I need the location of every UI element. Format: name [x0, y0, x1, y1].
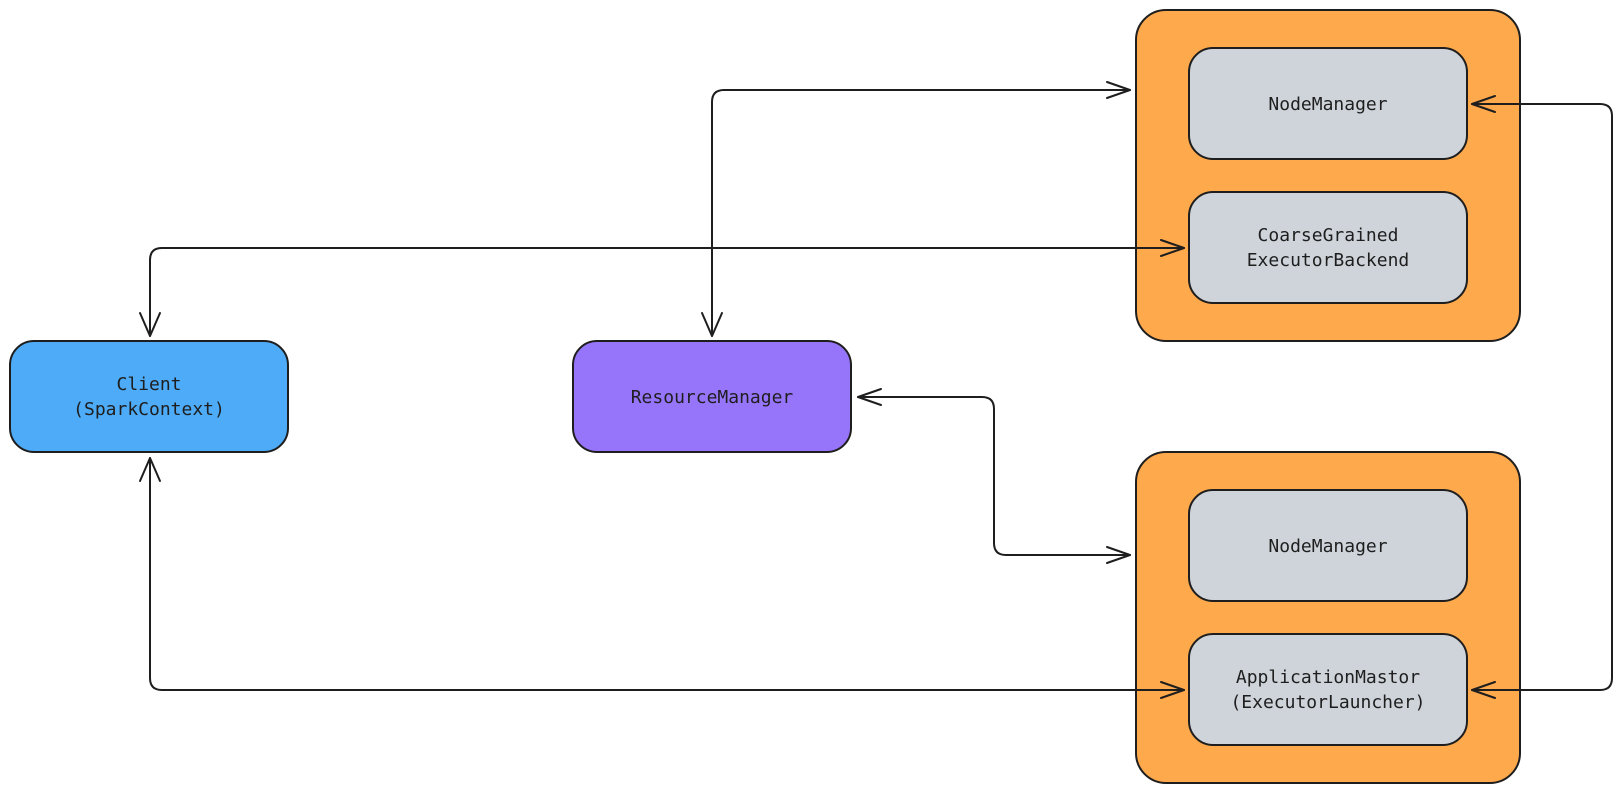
resource-manager-box: [572, 340, 852, 453]
node-manager-bottom-box: [1188, 489, 1468, 602]
arrowhead-application-master-right: [1471, 681, 1496, 699]
arrowhead-rm-up: [701, 312, 723, 337]
executor-backend-box: [1188, 191, 1468, 304]
node-manager-bottom-label: NodeManager: [1268, 536, 1387, 557]
edge-client-executor-backend: [149, 247, 1185, 337]
resource-manager-label: ResourceManager: [631, 387, 794, 408]
application-master-label-line2: (ExecutorLauncher): [1230, 692, 1425, 713]
application-master-box: [1188, 633, 1468, 746]
client-label-line1: Client: [116, 374, 181, 395]
arrowhead-client-bottom: [139, 457, 161, 482]
arrowhead-worker-top: [1106, 81, 1131, 99]
edge-rm-worker-top: [711, 89, 1131, 337]
arrowhead-client-top: [139, 312, 161, 337]
executor-backend-label-line1: CoarseGrained: [1258, 225, 1399, 246]
client-box: [9, 340, 289, 453]
client-label-line2: (SparkContext): [73, 399, 225, 420]
arrowhead-executor-backend: [1160, 239, 1185, 257]
arrowhead-worker-bottom: [1106, 546, 1131, 564]
node-manager-top-label: NodeManager: [1268, 94, 1387, 115]
edge-rm-worker-bottom: [857, 396, 1131, 556]
arrowhead-application-master-left: [1160, 681, 1185, 699]
executor-backend-label-line2: ExecutorBackend: [1247, 250, 1410, 271]
arrowhead-rm-right: [857, 388, 882, 406]
edge-application-master-node-manager: [1471, 103, 1613, 691]
node-manager-top-box: [1188, 47, 1468, 160]
edge-client-application-master: [149, 457, 1185, 691]
arrowhead-node-manager-top: [1471, 95, 1496, 113]
application-master-label-line1: ApplicationMastor: [1236, 667, 1420, 688]
